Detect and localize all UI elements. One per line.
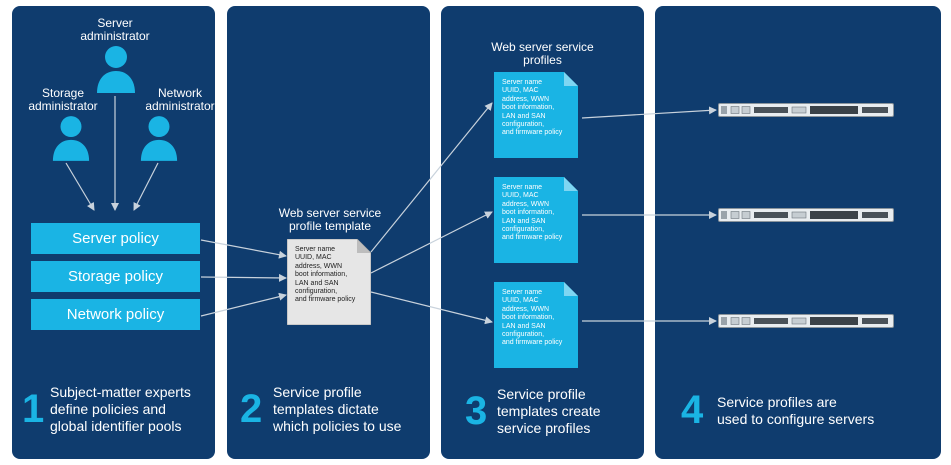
profile-document-icon bbox=[494, 72, 578, 158]
template-title: Web server service profile template bbox=[278, 206, 382, 233]
panel-templates bbox=[227, 6, 430, 459]
step-3-text: Service profile templates create service… bbox=[497, 386, 601, 436]
rack-server-icon bbox=[718, 208, 894, 222]
step-3-number: 3 bbox=[465, 389, 488, 433]
step-4-text: Service profiles are used to configure s… bbox=[717, 394, 875, 427]
profile-document-icon bbox=[494, 177, 578, 263]
server-admin-person-icon bbox=[97, 46, 135, 93]
rack-server-icon bbox=[718, 103, 894, 117]
profile-details: Server name UUID, MAC address, WWN boot … bbox=[502, 79, 563, 137]
profile-details: Server name UUID, MAC address, WWN boot … bbox=[502, 289, 563, 347]
template-document: Server name UUID, MAC address, WWN boot … bbox=[287, 239, 371, 325]
step-4-number: 4 bbox=[681, 388, 704, 432]
service-profile-2: Server name UUID, MAC address, WWN boot … bbox=[494, 177, 578, 263]
template-document-icon bbox=[287, 239, 371, 325]
storage-policy-box: Storage policy bbox=[31, 261, 200, 292]
storage-admin-label: Storage administrator bbox=[28, 86, 98, 113]
server-policy-box: Server policy bbox=[31, 223, 200, 254]
server-admin-label: Server administrator bbox=[80, 16, 150, 43]
step-1-text: Subject-matter experts define policies a… bbox=[50, 384, 191, 434]
profile-details: Server name UUID, MAC address, WWN boot … bbox=[502, 184, 563, 242]
panel-servers bbox=[655, 6, 941, 459]
network-policy-box: Network policy bbox=[31, 299, 200, 330]
storage-admin-person-icon bbox=[52, 116, 90, 161]
service-profile-3: Server name UUID, MAC address, WWN boot … bbox=[494, 282, 578, 368]
network-admin-person-icon bbox=[140, 116, 178, 161]
step-2-text: Service profile templates dictate which … bbox=[273, 384, 402, 434]
service-profile-1: Server name UUID, MAC address, WWN boot … bbox=[494, 72, 578, 158]
profile-document-icon bbox=[494, 282, 578, 368]
step-1-number: 1 bbox=[22, 387, 45, 431]
step-2-number: 2 bbox=[240, 387, 263, 431]
profiles-title: Web server service profiles bbox=[491, 40, 594, 67]
template-details: Server name UUID, MAC address, WWN boot … bbox=[295, 246, 356, 304]
network-admin-label: Network administrator bbox=[145, 86, 215, 113]
rack-server-icon bbox=[718, 314, 894, 328]
